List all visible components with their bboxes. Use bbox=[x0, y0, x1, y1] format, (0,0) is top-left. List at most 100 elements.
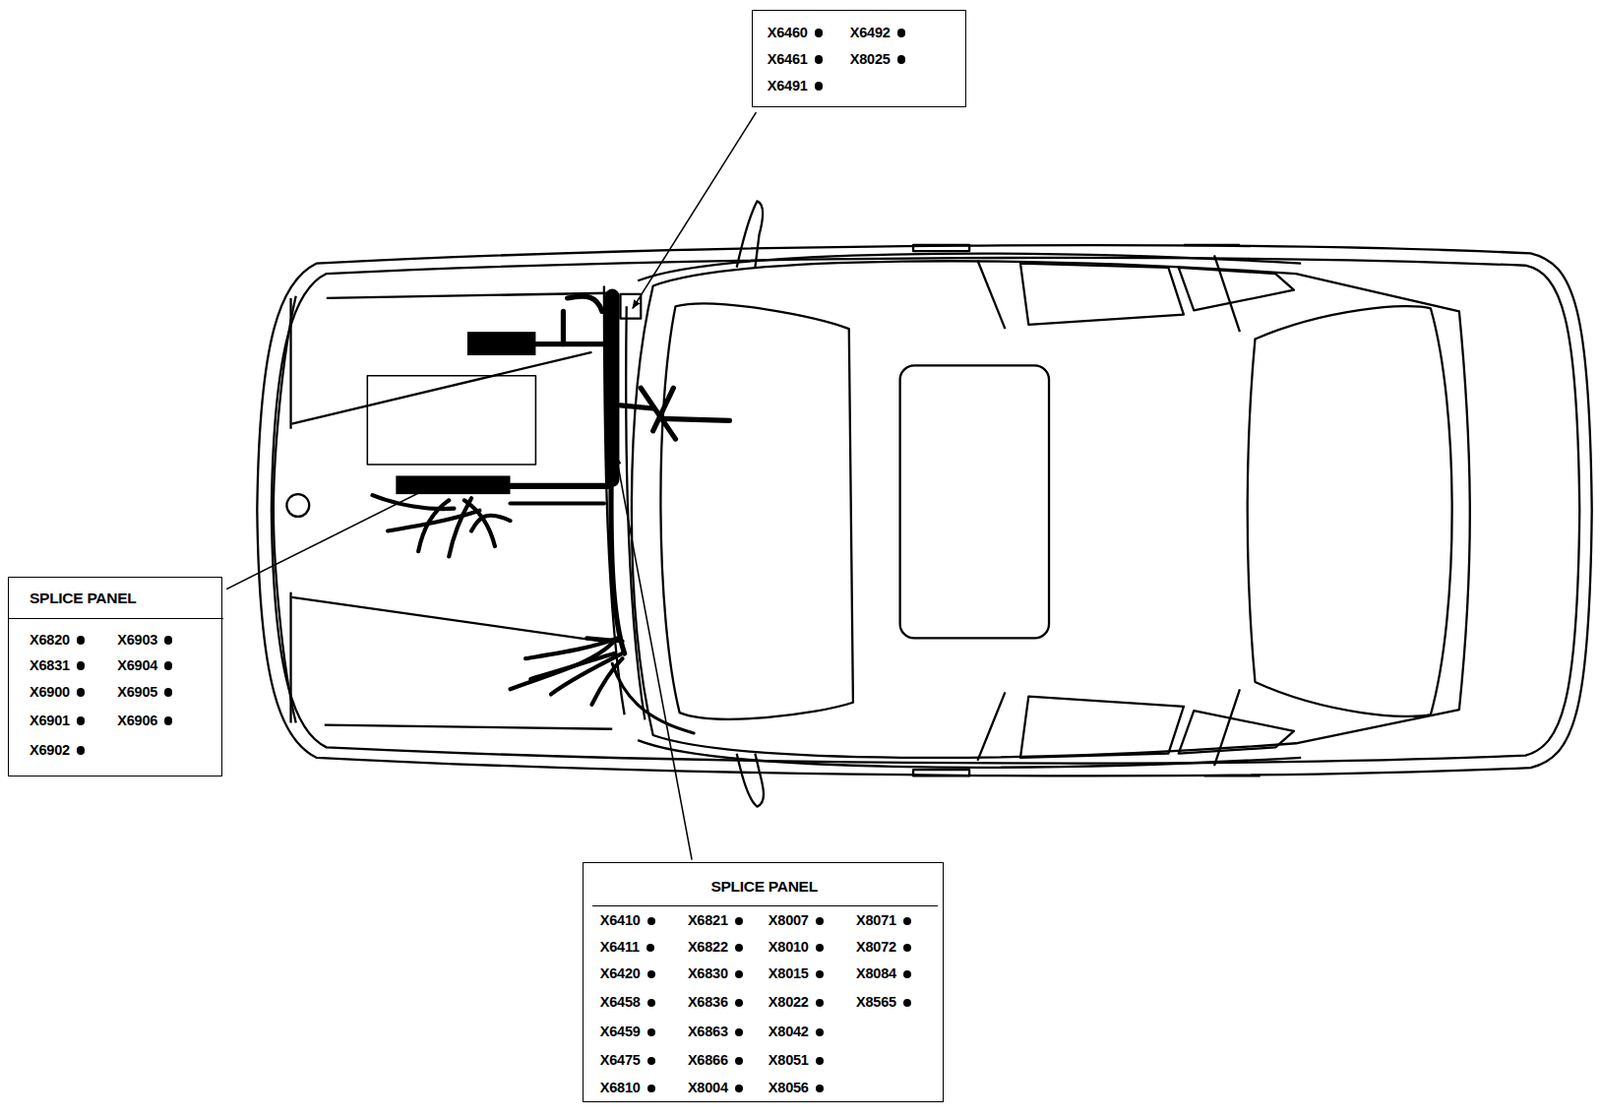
harness-blocks bbox=[467, 331, 536, 356]
bullet-dot bbox=[647, 1028, 656, 1037]
wiring-harness bbox=[605, 296, 620, 481]
connector-id: X6420 bbox=[600, 965, 641, 983]
connector-entry: X6475 bbox=[600, 1051, 656, 1069]
connector-id: X6459 bbox=[600, 1023, 641, 1041]
connector-id: X6903 bbox=[117, 631, 158, 649]
connector-entry: X6460 bbox=[767, 24, 823, 42]
connector-id: X6866 bbox=[687, 1051, 729, 1069]
connector-id: X6410 bbox=[600, 912, 641, 929]
connector-id: X6411 bbox=[600, 938, 640, 956]
connector-entry: X8071 bbox=[856, 912, 912, 929]
leader-line bbox=[632, 112, 756, 308]
harness-blocks bbox=[395, 331, 536, 494]
connector-id: X6836 bbox=[687, 993, 729, 1011]
car-body bbox=[1178, 267, 1294, 311]
car-body bbox=[1204, 774, 1261, 777]
connector-entry: X8565 bbox=[856, 993, 912, 1011]
bullet-dot bbox=[76, 687, 85, 696]
connector-id: X8042 bbox=[768, 1023, 809, 1041]
connector-id: X8565 bbox=[856, 993, 897, 1011]
connector-id: X8010 bbox=[768, 938, 809, 956]
connector-entry: X6810 bbox=[600, 1079, 656, 1097]
bullet-dot bbox=[903, 970, 912, 979]
car-body bbox=[256, 245, 1592, 776]
car-body bbox=[256, 200, 1592, 806]
bullet-dot bbox=[164, 716, 173, 725]
connector-id: X6901 bbox=[29, 712, 70, 730]
connector-entry: X8015 bbox=[768, 965, 824, 983]
connector-id: X6900 bbox=[29, 683, 70, 701]
connector-entry: X6420 bbox=[600, 965, 656, 983]
wiring-harness bbox=[509, 483, 611, 490]
bullet-dot bbox=[735, 1084, 743, 1093]
connector-id: X8056 bbox=[768, 1079, 809, 1097]
leader-line bbox=[615, 456, 692, 861]
connector-entry: X8025 bbox=[850, 51, 906, 68]
connector-id: X6906 bbox=[117, 712, 158, 730]
connector-id: X8051 bbox=[768, 1051, 809, 1069]
wiring-harness bbox=[661, 418, 730, 421]
connector-id: X8072 bbox=[856, 938, 897, 956]
car-body bbox=[619, 294, 641, 319]
connector-id: X6491 bbox=[767, 77, 808, 95]
car-body bbox=[1020, 696, 1184, 758]
harness-blocks bbox=[395, 475, 510, 494]
car-body bbox=[1183, 244, 1240, 247]
car-body bbox=[737, 753, 764, 807]
connector-entry: X8007 bbox=[768, 912, 824, 929]
connector-entry: X6461 bbox=[767, 51, 823, 68]
wiring-harness bbox=[509, 500, 604, 505]
wiring-harness bbox=[653, 387, 675, 431]
car-body bbox=[273, 296, 297, 724]
car-body bbox=[604, 285, 625, 715]
bullet-dot bbox=[815, 1056, 824, 1065]
connector-entry: X6492 bbox=[850, 24, 906, 42]
connector-entry: X8010 bbox=[768, 938, 824, 956]
car-body bbox=[625, 306, 645, 720]
car-body bbox=[737, 200, 763, 267]
bullet-dot bbox=[647, 1056, 656, 1065]
car-body bbox=[289, 592, 292, 724]
connector-entry: X6830 bbox=[687, 965, 743, 983]
connector-id: X8071 bbox=[856, 912, 897, 929]
car-body bbox=[900, 365, 1049, 638]
callout-box: SPLICE PANELX6820X6903X6831X6904X6900X69… bbox=[7, 576, 223, 777]
connector-entry: X8004 bbox=[687, 1079, 743, 1097]
connector-id: X6475 bbox=[600, 1051, 641, 1069]
panel-heading: SPLICE PANEL bbox=[29, 589, 136, 609]
panel-heading: SPLICE PANEL bbox=[710, 877, 817, 897]
connector-id: X8084 bbox=[856, 965, 897, 983]
bullet-dot bbox=[897, 55, 906, 63]
bullet-dot bbox=[76, 661, 85, 670]
bullet-dot bbox=[815, 1028, 824, 1037]
car-body bbox=[1020, 263, 1184, 325]
car-body bbox=[913, 245, 970, 251]
bullet-dot bbox=[735, 1028, 743, 1037]
bullet-dot bbox=[647, 1084, 656, 1093]
car-body bbox=[1214, 688, 1240, 766]
car-body bbox=[367, 375, 536, 465]
bullet-dot bbox=[647, 998, 656, 1007]
connector-entry: X6866 bbox=[687, 1051, 743, 1069]
bullet-dot bbox=[735, 917, 743, 925]
bullet-dot bbox=[814, 81, 823, 90]
connector-id: X8004 bbox=[687, 1079, 729, 1097]
car-body bbox=[1178, 710, 1294, 754]
car-body bbox=[271, 257, 1580, 764]
wiring-harness bbox=[372, 296, 731, 734]
callout-box: X6460 X6492X6461 X8025X6491 bbox=[751, 9, 967, 108]
divider-line bbox=[8, 617, 224, 619]
bullet-dot bbox=[903, 943, 912, 952]
connector-entry: X6906 bbox=[117, 712, 173, 730]
connector-id: X6830 bbox=[687, 965, 729, 983]
bullet-dot bbox=[903, 998, 912, 1007]
callout-box: SPLICE PANELX6410X6821X8007X8071X6411X68… bbox=[582, 861, 944, 1103]
connector-entry: X6905 bbox=[117, 683, 173, 701]
connector-id: X6904 bbox=[117, 657, 158, 675]
bullet-dot bbox=[815, 970, 824, 979]
bullet-dot bbox=[815, 943, 824, 952]
car-body bbox=[292, 352, 593, 425]
wiring-harness bbox=[567, 296, 603, 311]
bullet-dot bbox=[897, 28, 906, 37]
leader-line bbox=[226, 112, 756, 860]
